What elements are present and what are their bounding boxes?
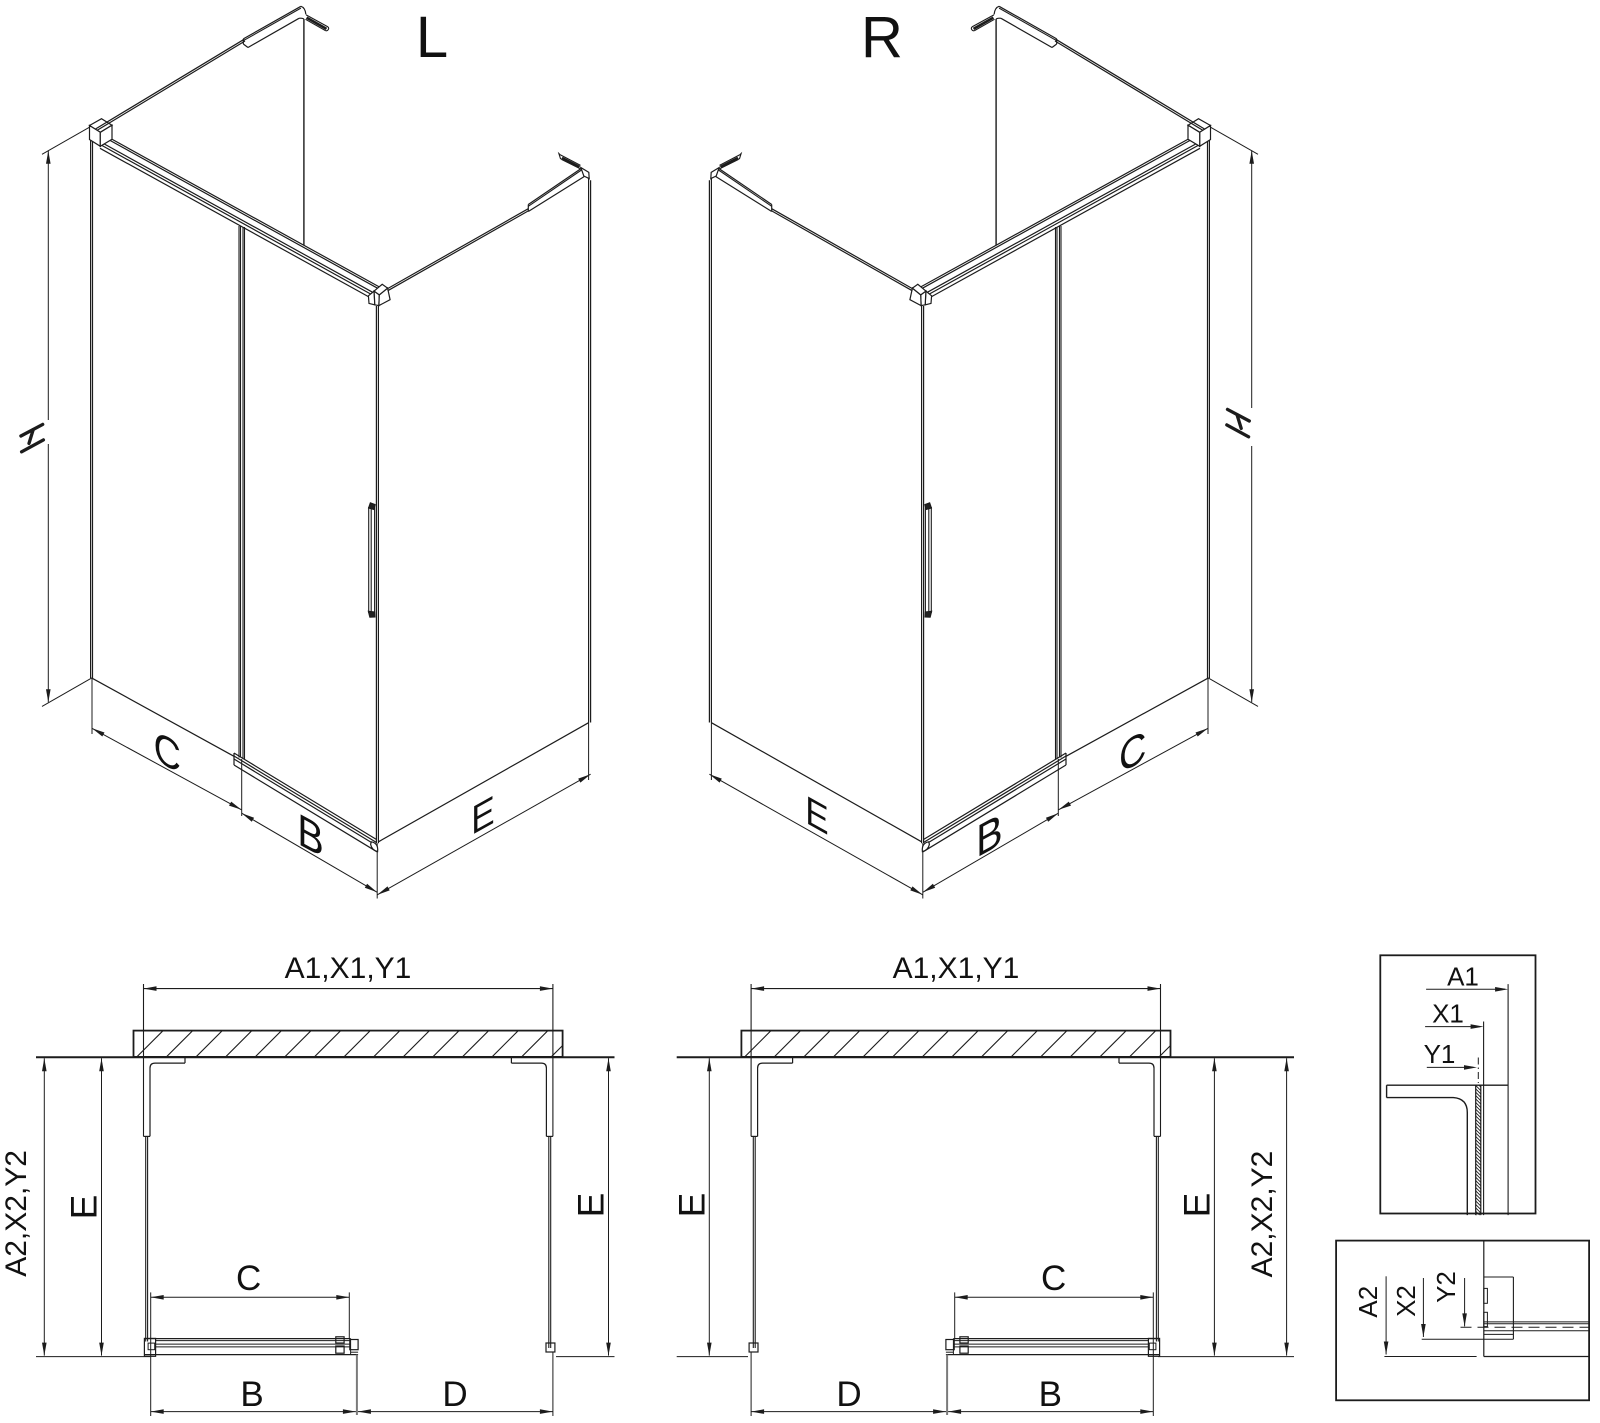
svg-text:R: R [861, 5, 903, 70]
svg-text:A2,X2,Y2: A2,X2,Y2 [1246, 1151, 1279, 1278]
svg-text:D: D [442, 1375, 467, 1414]
svg-text:A1,X1,Y1: A1,X1,Y1 [893, 952, 1020, 985]
svg-text:Y2: Y2 [1431, 1271, 1461, 1303]
svg-text:A1: A1 [1447, 962, 1479, 992]
svg-text:Y1: Y1 [1424, 1039, 1456, 1069]
svg-text:E: E [672, 1193, 713, 1218]
svg-text:E: E [571, 1193, 612, 1218]
svg-text:A2,X2,Y2: A2,X2,Y2 [0, 1150, 33, 1277]
svg-text:B: B [1039, 1375, 1062, 1414]
svg-text:C: C [1041, 1259, 1066, 1298]
svg-text:X2: X2 [1391, 1285, 1421, 1317]
svg-text:E: E [1177, 1193, 1218, 1218]
svg-text:D: D [836, 1375, 861, 1414]
svg-text:X1: X1 [1432, 999, 1464, 1029]
svg-text:A2: A2 [1353, 1286, 1383, 1318]
svg-text:E: E [471, 787, 494, 844]
svg-text:L: L [416, 5, 448, 70]
svg-text:A1,X1,Y1: A1,X1,Y1 [285, 952, 412, 985]
svg-text:B: B [240, 1375, 263, 1414]
svg-text:E: E [805, 787, 828, 844]
svg-text:E: E [63, 1195, 104, 1220]
svg-text:C: C [236, 1259, 261, 1298]
